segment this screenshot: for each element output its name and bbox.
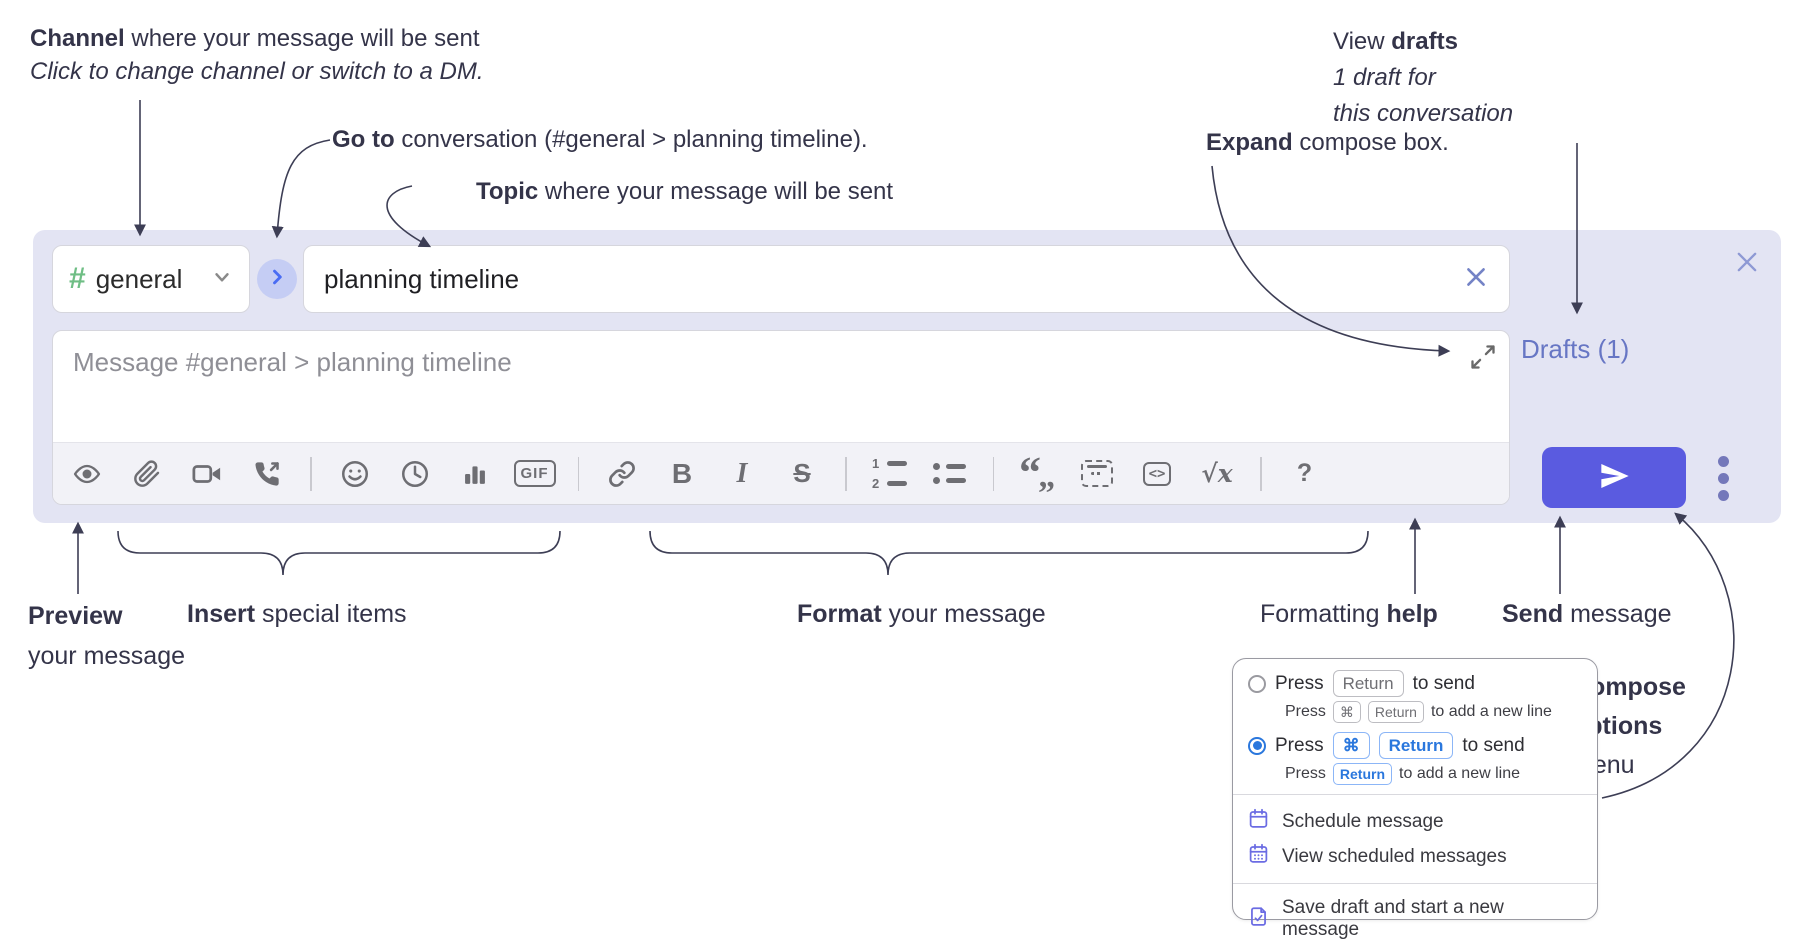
bold-icon[interactable]: B — [671, 457, 693, 489]
poll-icon[interactable] — [453, 451, 497, 497]
compose-options-button[interactable] — [1701, 449, 1745, 507]
save-draft-item[interactable]: Save draft and start a new message — [1248, 893, 1582, 944]
compose-options-menu: Press Return to send Press ⌘ Return to a… — [1232, 658, 1598, 940]
compose-toolbar: GIF B I S 1 2 — [53, 442, 1509, 512]
goto-annotation: Go to conversation (#general > planning … — [332, 126, 868, 153]
menu-divider — [1233, 883, 1597, 884]
preview-button[interactable] — [65, 451, 109, 497]
chevron-right-icon — [267, 267, 287, 292]
send-plane-icon — [1598, 460, 1630, 495]
calendar-icon — [1248, 808, 1269, 835]
send-on-return-option[interactable]: Press Return to send — [1248, 670, 1582, 697]
return-keycap: Return — [1332, 670, 1404, 697]
code-icon[interactable]: <> — [1135, 451, 1179, 497]
toolbar-divider — [992, 456, 994, 491]
strikethrough-icon[interactable]: S — [793, 458, 811, 488]
go-to-conversation-button[interactable] — [257, 259, 297, 299]
topic-value: planning timeline — [324, 263, 520, 294]
message-input[interactable]: Message #general > planning timeline — [52, 330, 1510, 512]
topic-input[interactable]: planning timeline — [303, 245, 1510, 313]
channel-annotation: Channel where your message will be sent … — [30, 25, 484, 85]
link-icon[interactable] — [600, 451, 644, 497]
send-on-return-subtext: Press ⌘ Return to add a new line — [1285, 701, 1582, 723]
topic-annotation: Topic where your message will be sent — [476, 178, 894, 205]
send-button[interactable] — [1542, 447, 1686, 508]
channel-selector[interactable]: # general — [52, 245, 250, 313]
view-scheduled-messages-item[interactable]: View scheduled messages — [1248, 839, 1582, 874]
bulleted-list-icon[interactable] — [928, 451, 972, 497]
send-on-cmd-return-subtext: Press Return to add a new line — [1285, 763, 1582, 785]
spoiler-icon[interactable] — [1075, 451, 1119, 497]
formatting-help-button[interactable]: ? — [1296, 459, 1313, 487]
drafts-link[interactable]: Drafts (1) — [1521, 334, 1630, 364]
schedule-time-icon[interactable] — [393, 451, 437, 497]
toolbar-divider — [845, 456, 847, 491]
cmd-keycap: ⌘ — [1332, 701, 1361, 723]
math-icon[interactable]: √x — [1201, 459, 1233, 488]
radio-selected-icon[interactable] — [1248, 736, 1266, 755]
channel-name: general — [95, 263, 183, 294]
chevron-down-icon — [211, 266, 233, 293]
quote-icon[interactable]: “” — [1019, 447, 1055, 512]
italic-icon[interactable]: I — [736, 457, 748, 489]
insert-annotation: Insert special items — [187, 600, 407, 628]
clear-topic-icon[interactable] — [1463, 264, 1489, 295]
channel-hash-icon: # — [69, 262, 86, 295]
return-keycap: Return — [1367, 701, 1424, 723]
format-annotation: Format your message — [797, 600, 1046, 628]
radio-unselected-icon[interactable] — [1248, 674, 1266, 693]
numbered-list-icon[interactable]: 1 2 — [868, 451, 912, 497]
close-compose-button[interactable] — [1731, 246, 1763, 278]
menu-divider — [1233, 794, 1597, 795]
emoji-icon[interactable] — [333, 451, 377, 497]
expand-annotation: Expand compose box. — [1206, 129, 1449, 156]
calendar-dots-icon — [1248, 843, 1269, 870]
send-on-cmd-return-option[interactable]: Press ⌘ Return to send — [1248, 732, 1582, 759]
view-drafts-annotation: View drafts 1 draft for this conversatio… — [1333, 28, 1514, 127]
expand-compose-icon[interactable] — [1469, 343, 1497, 371]
video-call-icon[interactable] — [185, 451, 229, 497]
voice-call-icon[interactable] — [245, 451, 289, 497]
preview-annotation: Preview your message — [28, 602, 186, 670]
schedule-message-item[interactable]: Schedule message — [1248, 804, 1582, 839]
toolbar-divider — [310, 456, 312, 491]
toolbar-divider — [1260, 456, 1262, 491]
compose-box: # general planning timeline Message #gen… — [33, 230, 1781, 523]
formatting-help-annotation: Formatting help — [1260, 600, 1438, 628]
return-keycap: Return — [1332, 763, 1393, 785]
message-placeholder: Message #general > planning timeline — [73, 347, 512, 377]
return-keycap: Return — [1378, 732, 1454, 759]
gif-icon[interactable]: GIF — [513, 451, 557, 497]
send-annotation: Send message — [1502, 600, 1672, 628]
toolbar-divider — [577, 456, 579, 491]
cmd-keycap: ⌘ — [1332, 732, 1370, 759]
attach-file-icon[interactable] — [125, 451, 169, 497]
save-draft-icon — [1248, 906, 1269, 933]
